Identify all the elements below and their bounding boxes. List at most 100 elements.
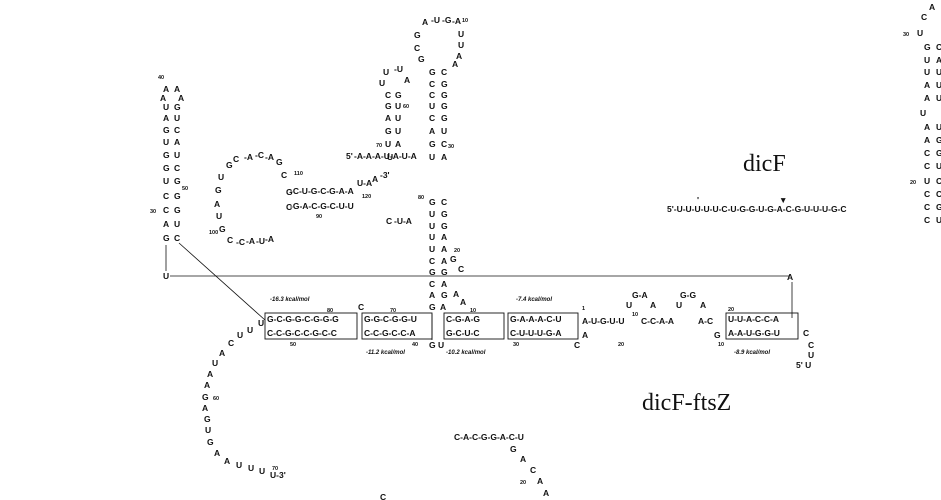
svg-text:C: C [924,215,930,225]
svg-text:C: C [385,90,391,100]
svg-text:C-G-A-G: C-G-A-G [446,314,480,324]
svg-text:G: G [414,30,421,40]
svg-text:U: U [395,113,401,123]
svg-text:G-G: G-G [680,290,696,300]
svg-text:5' U: 5' U [796,360,811,370]
svg-text:A-C: A-C [698,316,713,326]
svg-text:U: U [438,340,444,350]
svg-text:G: G [714,330,721,340]
svg-text:U: U [247,325,253,335]
svg-text:A: A [440,302,446,312]
svg-text:U: U [218,172,224,182]
svg-text:G: G [429,197,436,207]
svg-text:G: G [215,185,222,195]
svg-text:-A: -A [265,234,274,244]
svg-text:G: G [429,67,436,77]
svg-text:C: C [163,191,169,201]
svg-text:U: U [205,425,211,435]
svg-text:U: U [429,244,435,254]
svg-text:U: U [676,300,682,310]
svg-text:-G: -G [442,15,452,25]
svg-text:A: A [422,17,428,27]
svg-text:90: 90 [316,214,322,220]
svg-text:C: C [429,279,435,289]
svg-text:U-3': U-3' [270,470,286,480]
svg-text:G: G [450,254,457,264]
svg-text:-C: -C [255,150,264,160]
svg-text:U: U [924,176,930,186]
svg-text:10: 10 [462,18,468,24]
svg-text:C: C [924,161,930,171]
svg-text:1: 1 [582,306,585,312]
svg-text:G: G [174,191,181,201]
svg-text:30: 30 [903,32,909,38]
svg-text:C: C [281,170,287,180]
svg-text:U: U [917,28,923,38]
svg-text:U: U [626,300,632,310]
svg-text:C: C [808,340,814,350]
svg-text:C: C [936,42,941,52]
svg-text:A: A [441,232,447,242]
svg-text:U: U [429,101,435,111]
svg-text:A: A [441,256,447,266]
svg-text:30: 30 [448,144,454,150]
svg-text:A: A [460,297,466,307]
svg-text:50: 50 [182,186,188,192]
svg-text:-A-A-A-U-A-U-A: -A-A-A-U-A-U-A [354,151,417,161]
svg-text:C: C [574,340,580,350]
svg-text:A: A [700,300,706,310]
svg-text:U: U [458,40,464,50]
svg-text:A-A-U-G-G-U: A-A-U-G-G-U [728,328,780,338]
svg-text:A: A [543,488,549,498]
label-dicF: dicF [743,151,786,177]
svg-text:G-A-A-A-C-U: G-A-A-A-C-U [510,314,561,324]
svg-text:C: C [936,176,941,186]
svg-text:': ' [697,195,699,205]
svg-text:A: A [385,113,391,123]
svg-text:C: C [233,154,239,164]
svg-text:U: U [429,209,435,219]
svg-text:U: U [936,67,941,77]
svg-text:G: G [207,437,214,447]
svg-text:C: C [921,12,927,22]
box-5 [725,312,799,340]
svg-text:-U: -U [256,236,265,246]
svg-text:5': 5' [346,151,353,161]
svg-text:A: A [429,290,435,300]
box-4 [507,312,579,340]
svg-text:G: G [163,233,170,243]
svg-text:A: A [224,456,230,466]
svg-text:U: U [258,318,264,328]
svg-text:C-C-G-C-C-A: C-C-G-C-C-A [364,328,415,338]
svg-text:G: G [441,290,448,300]
svg-text:A: A [207,369,213,379]
svg-text:C: C [227,235,233,245]
svg-text:U: U [936,122,941,132]
svg-text:C: C [441,197,447,207]
svg-text:10: 10 [632,312,638,318]
svg-text:60: 60 [403,104,409,110]
svg-text:A: A [582,330,588,340]
svg-text:A: A [924,122,930,132]
svg-text:-G-A-C-G-C-U-U: -G-A-C-G-C-U-U [290,201,354,211]
svg-text:40: 40 [412,342,418,348]
svg-text:40: 40 [158,75,164,81]
svg-text:A: A [787,272,793,282]
svg-text:G: G [385,126,392,136]
svg-text:G: G [174,176,181,186]
svg-text:C: C [429,90,435,100]
svg-text:U: U [163,176,169,186]
svg-text:C: C [803,328,809,338]
svg-text:U: U [383,67,389,77]
svg-text:C: C [924,189,930,199]
svg-text:60: 60 [213,396,219,402]
svg-text:100: 100 [209,230,218,236]
svg-text:U: U [395,126,401,136]
svg-text:-C-U-G-C-G-A-A: -C-U-G-C-G-A-A [290,186,354,196]
svg-text:G: G [163,163,170,173]
svg-text:A: A [160,93,166,103]
svg-text:20: 20 [454,248,460,254]
